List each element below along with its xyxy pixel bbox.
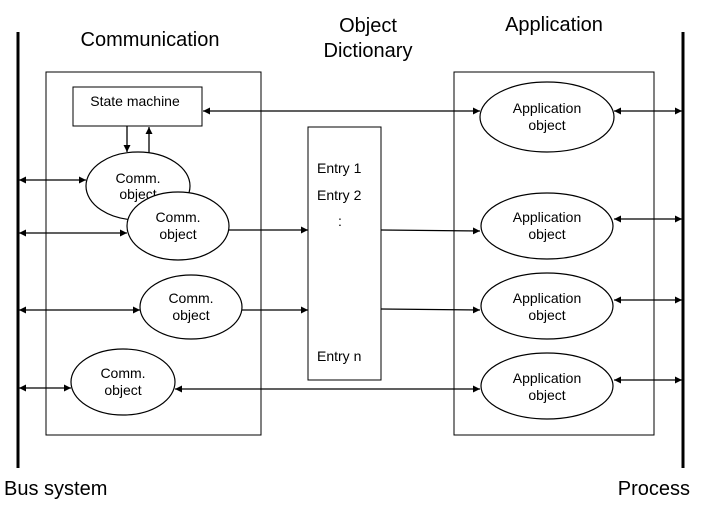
object-dictionary-heading-line1: Object <box>339 15 397 37</box>
comm-object-label: object <box>172 307 209 323</box>
process-label: Process <box>618 478 690 500</box>
comm-object-ellipse <box>70 348 176 416</box>
application-object-label: object <box>528 226 565 242</box>
comm-object-label: Comm. <box>155 209 200 225</box>
dictionary-ellipsis: : <box>338 213 342 229</box>
application-object-ellipse <box>479 81 615 153</box>
comm-object-ellipse <box>139 274 243 340</box>
bus-system-label: Bus system <box>4 478 107 500</box>
application-heading: Application <box>505 14 603 36</box>
comm-object-label: Comm. <box>168 290 213 306</box>
comm-object-label: object <box>104 382 141 398</box>
dictionary-to-app-arrow <box>380 227 481 235</box>
comm-object-label: object <box>119 186 156 202</box>
object-dictionary-box <box>307 126 382 381</box>
application-object-ellipse <box>480 272 614 340</box>
application-object-label: object <box>528 117 565 133</box>
comm-object-label: object <box>159 226 196 242</box>
dictionary-entry-1: Entry 1 <box>317 160 362 176</box>
comm-object-ellipse <box>126 191 230 261</box>
application-object-label: Application <box>513 370 582 386</box>
dictionary-entry-n: Entry n <box>317 348 361 364</box>
application-object-label: Application <box>513 209 582 225</box>
state-machine-label: State machine <box>90 93 180 109</box>
object-dictionary-heading-line2: Dictionary <box>324 40 413 62</box>
dictionary-entry-2: Entry 2 <box>317 187 362 203</box>
comm-object-label: Comm. <box>115 170 160 186</box>
application-object-label: object <box>528 307 565 323</box>
state-machine-box <box>72 86 203 127</box>
application-object-ellipse <box>480 192 614 260</box>
dictionary-to-app-arrow <box>380 306 481 314</box>
application-object-label: Application <box>513 100 582 116</box>
comm-object-label: Comm. <box>100 365 145 381</box>
application-object-label: Application <box>513 290 582 306</box>
communication-heading: Communication <box>81 29 220 51</box>
application-object-label: object <box>528 387 565 403</box>
application-object-ellipse <box>480 352 614 420</box>
